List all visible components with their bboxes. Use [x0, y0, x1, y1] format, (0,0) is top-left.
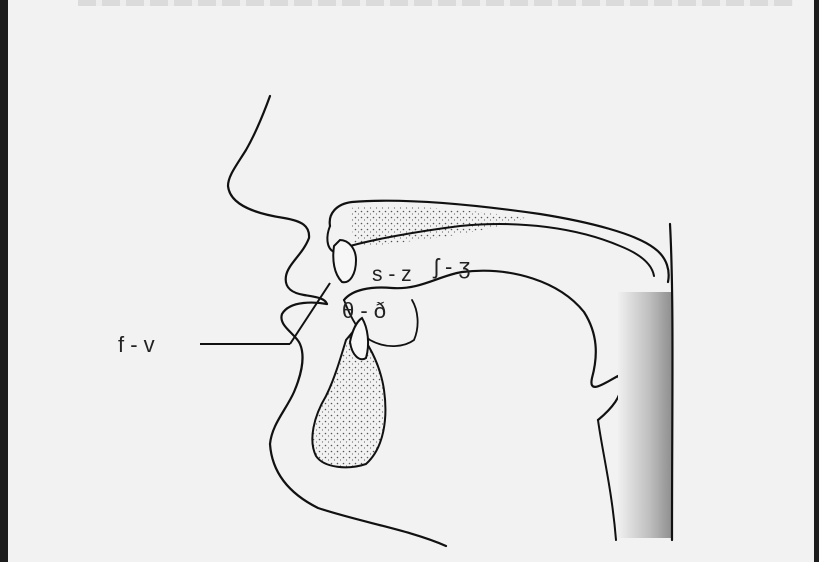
upper-incisor: [333, 240, 356, 282]
label-sh-zh: ʃ - ʒ: [432, 254, 470, 279]
throat-shading: [618, 292, 672, 538]
face-profile-upper: [228, 96, 327, 304]
label-f-v: f - v: [118, 332, 155, 357]
pharynx-front: [598, 420, 616, 540]
label-s-z: s - z: [372, 263, 412, 286]
lower-incisor: [350, 318, 368, 359]
lower-jaw-bone: [312, 328, 385, 467]
label-theta-eth: θ - ð: [342, 298, 386, 323]
